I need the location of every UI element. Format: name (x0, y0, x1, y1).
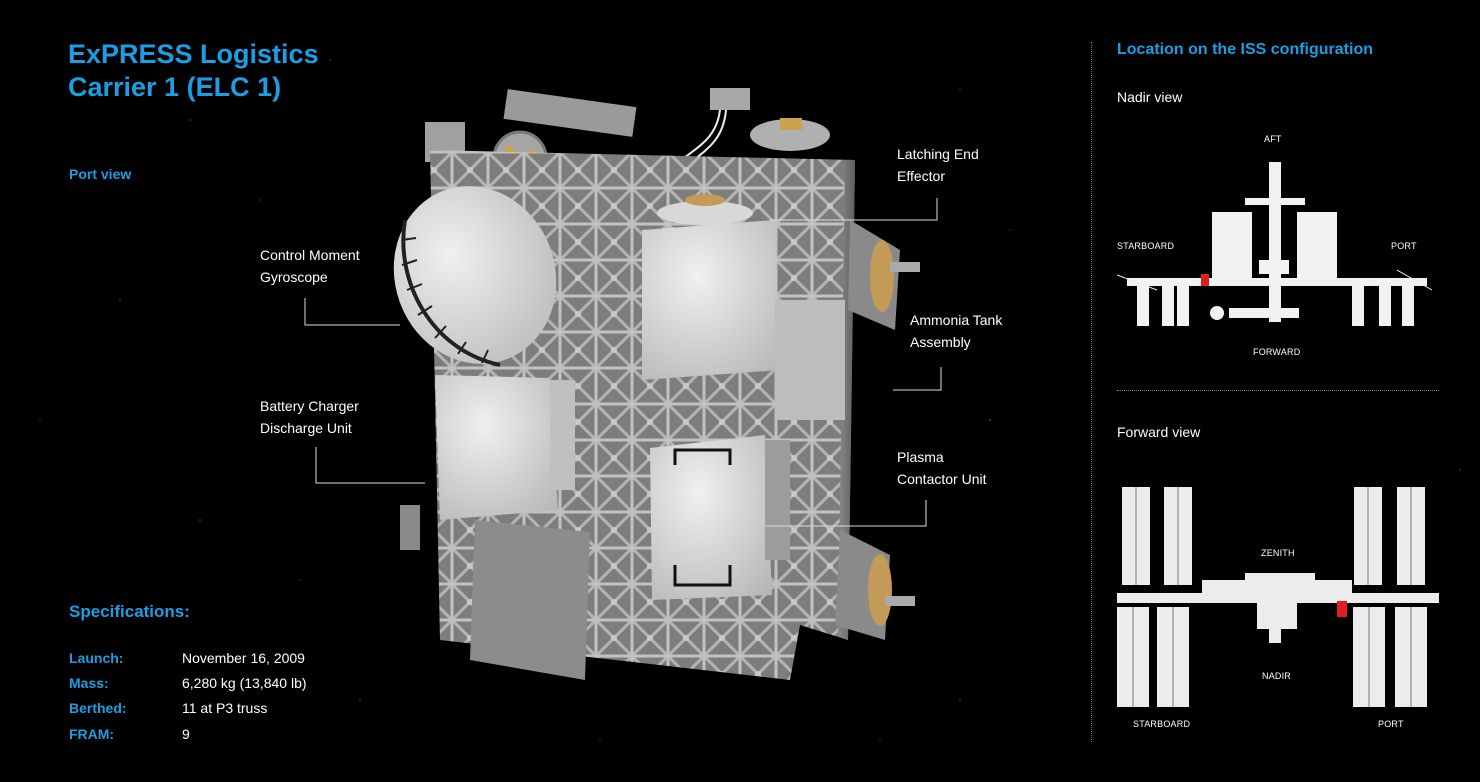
ata-line1: Ammonia Tank (910, 312, 1003, 328)
title-line1: ExPRESS Logistics (68, 39, 319, 69)
spec-value: 6,280 kg (13,840 lb) (182, 675, 307, 691)
bcdu-line1: Battery Charger (260, 398, 359, 414)
forward-nadir-label: NADIR (1262, 671, 1292, 681)
spec-key: Mass: (69, 675, 109, 691)
label-plasma-contactor-unit: Plasma Contactor Unit (897, 446, 986, 490)
forward-view-label: Forward view (1117, 424, 1201, 440)
elc-marker-forward (1337, 601, 1347, 617)
iss-forward-diagram (1117, 487, 1439, 707)
spec-value: 11 at P3 truss (182, 700, 268, 716)
page-title: ExPRESS Logistics Carrier 1 (ELC 1) (68, 38, 388, 104)
pcu-line1: Plasma (897, 449, 944, 465)
elc-marker-nadir (1201, 274, 1209, 286)
spec-key: FRAM: (69, 726, 115, 742)
bcdu-line2: Discharge Unit (260, 420, 352, 436)
label-control-moment-gyroscope: Control Moment Gyroscope (260, 244, 360, 288)
nadir-aft-label: AFT (1264, 134, 1282, 144)
cmg-line1: Control Moment (260, 247, 360, 263)
nadir-forward-label: FORWARD (1253, 347, 1301, 357)
label-battery-charger-discharge-unit: Battery Charger Discharge Unit (260, 395, 359, 439)
spec-value: 9 (182, 726, 190, 742)
lee-line1: Latching End (897, 146, 979, 162)
forward-zenith-label: ZENITH (1261, 548, 1295, 558)
specifications-heading: Specifications: (69, 602, 190, 621)
location-title: Location on the ISS configuration (1117, 41, 1373, 58)
spec-value: November 16, 2009 (182, 650, 305, 666)
title-line2: Carrier 1 (ELC 1) (68, 72, 282, 102)
spec-key: Berthed: (69, 700, 127, 716)
elc-illustration (393, 88, 920, 680)
spec-key: Launch: (69, 650, 124, 666)
nadir-starboard-label: STARBOARD (1117, 241, 1175, 251)
label-ammonia-tank-assembly: Ammonia Tank Assembly (910, 309, 1002, 353)
view-divider (1117, 390, 1439, 391)
nadir-view-label: Nadir view (1117, 89, 1183, 105)
lee-line2: Effector (897, 168, 945, 184)
forward-port-label: PORT (1378, 719, 1404, 729)
forward-starboard-label: STARBOARD (1133, 719, 1191, 729)
iss-nadir-diagram (1117, 162, 1433, 326)
pcu-line2: Contactor Unit (897, 471, 987, 487)
ata-line2: Assembly (910, 334, 971, 350)
panel-divider (1091, 42, 1092, 742)
label-latching-end-effector: Latching End Effector (897, 143, 979, 187)
nadir-port-label: PORT (1391, 241, 1417, 251)
cmg-line2: Gyroscope (260, 269, 328, 285)
port-view-label: Port view (69, 166, 132, 182)
